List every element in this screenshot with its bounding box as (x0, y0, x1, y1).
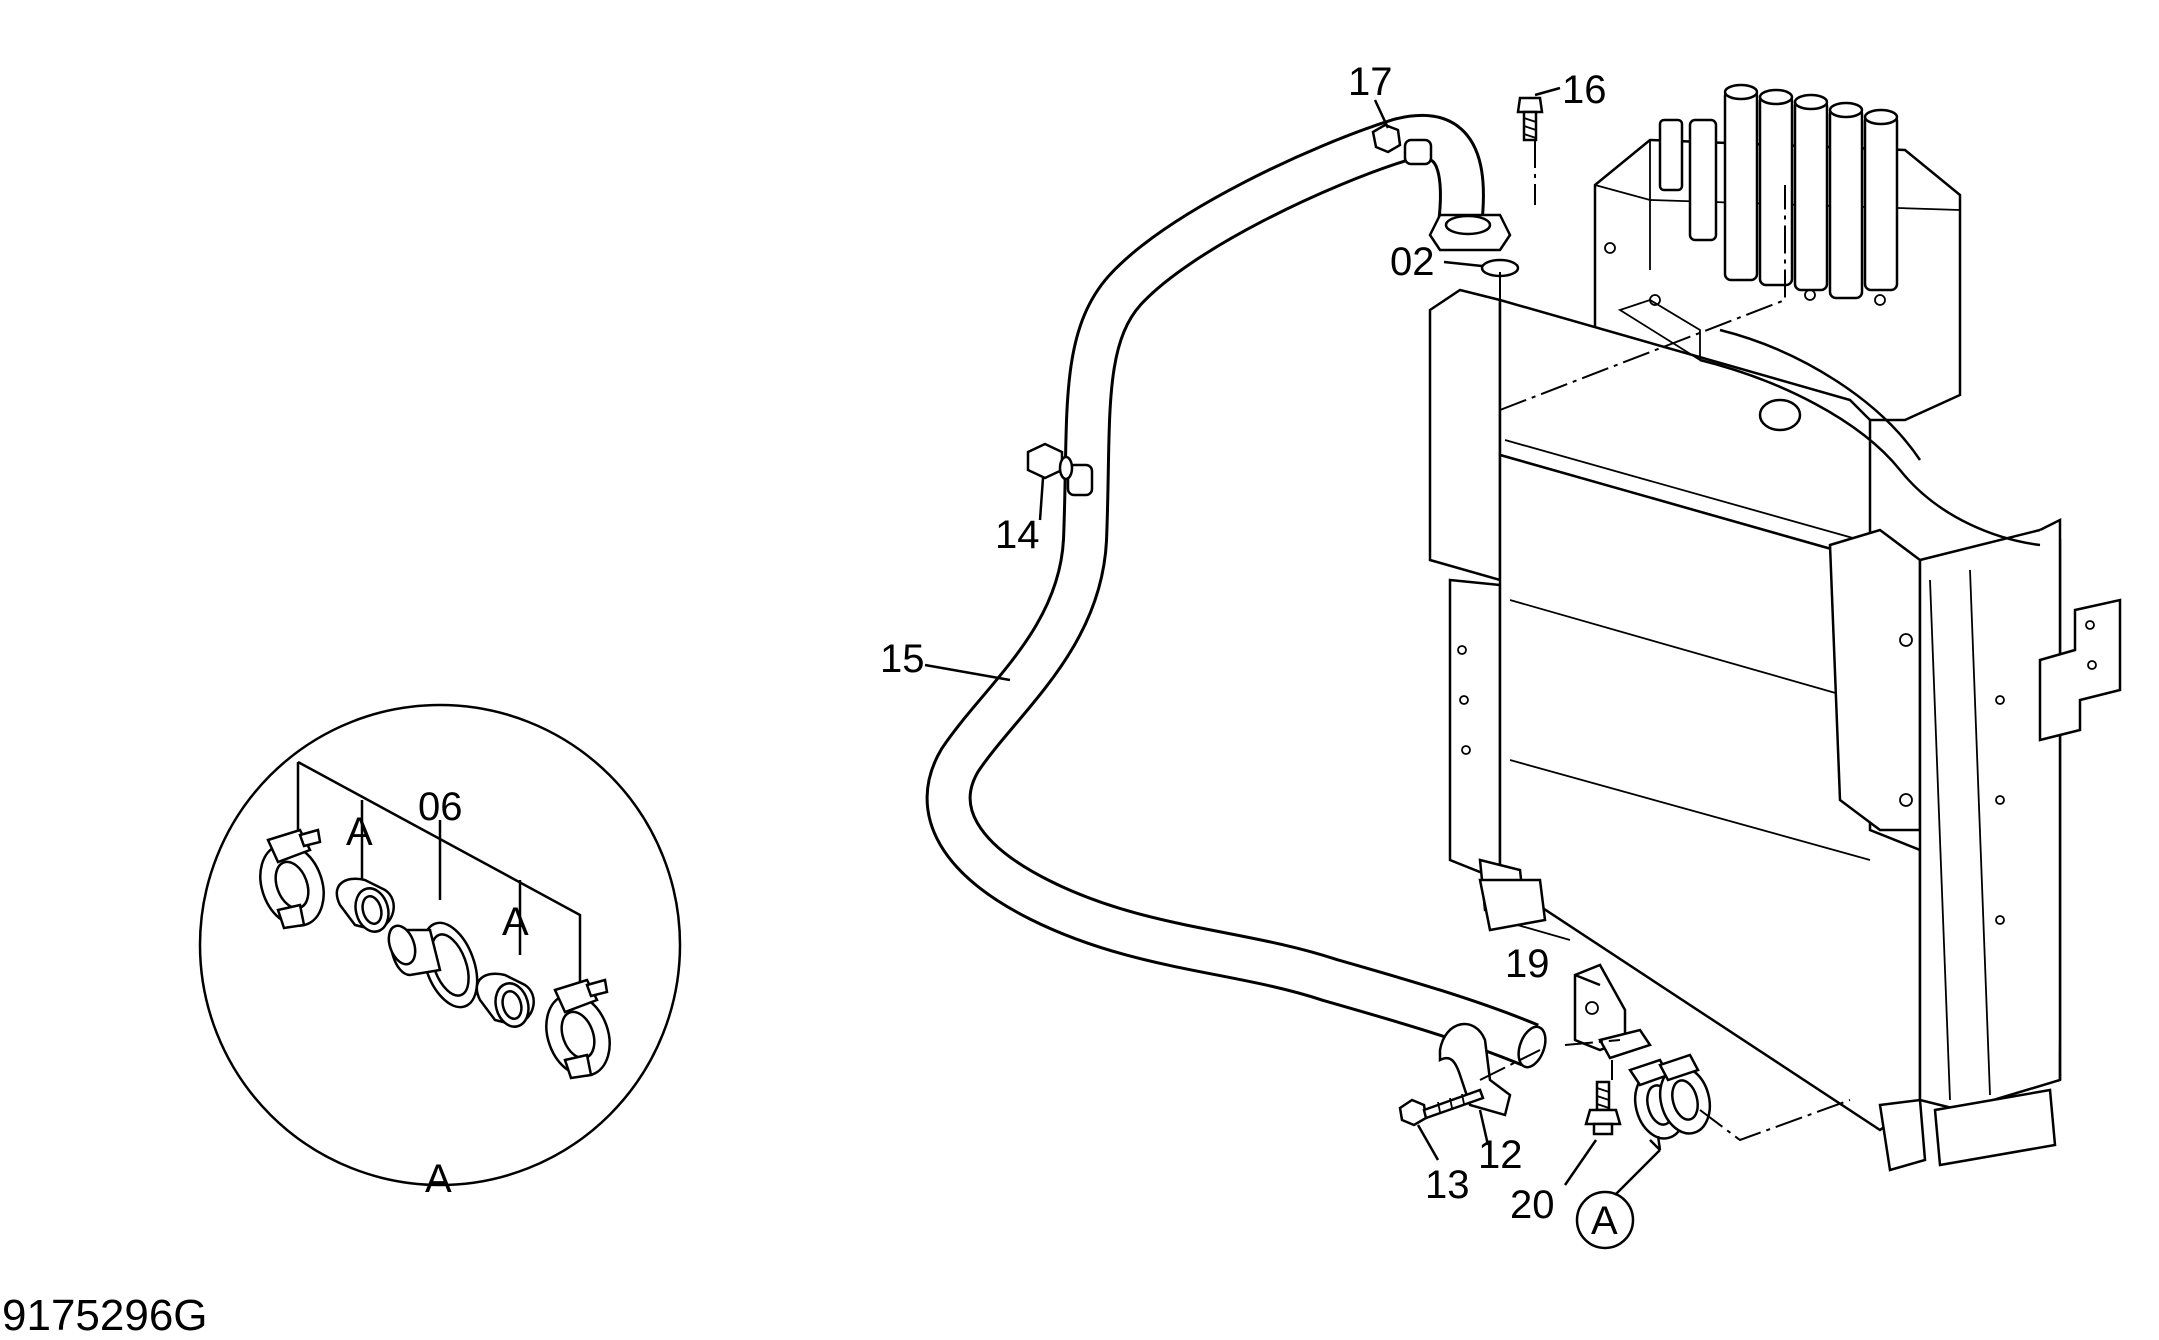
plug-14 (1026, 442, 1074, 481)
callout-15: 15 (880, 637, 925, 681)
callout-17: 17 (1348, 60, 1393, 104)
leader-lines (924, 86, 1662, 1196)
detail-circle-label: A (425, 1157, 452, 1201)
valve-block (1593, 83, 1962, 422)
callout-13: 13 (1425, 1163, 1470, 1207)
bracket-19 (1573, 963, 1652, 1060)
callout-19: 19 (1505, 942, 1550, 986)
callout-14: 14 (995, 513, 1040, 557)
bolt-13 (1398, 1088, 1485, 1127)
detail-sleeve-left (335, 877, 395, 933)
detail-view-a (198, 703, 682, 1187)
callout-labels: 17 16 02 14 15 19 12 13 20 06 A A A A 91… (2, 60, 1635, 1340)
callout-16: 16 (1562, 68, 1607, 112)
callout-12: 12 (1478, 1133, 1523, 1177)
hose-clamp-pair (1628, 1053, 1712, 1140)
detail-part-label-left: A (346, 810, 373, 854)
bolt-16 (1516, 96, 1544, 142)
detail-sleeve-right (475, 972, 535, 1028)
hose-15 (925, 113, 1547, 1069)
plug-17 (1371, 123, 1402, 154)
detail-marker: A (1575, 1190, 1635, 1250)
radiator-frame (1428, 288, 2122, 1172)
drawing-code: 9175296G (2, 1291, 208, 1340)
callout-02: 02 (1390, 240, 1435, 284)
detail-part-label-right: A (502, 900, 529, 944)
callout-06: 06 (418, 785, 463, 829)
radiator-assembly (1428, 83, 2122, 1172)
bolt-20 (1584, 1080, 1622, 1136)
clamp-12 (1438, 1022, 1512, 1117)
detail-clamp-left (259, 828, 325, 930)
detail-marker-letter: A (1591, 1199, 1618, 1243)
detail-clamp-right (545, 978, 611, 1080)
alignment-lines (1479, 140, 1851, 1142)
callout-20: 20 (1510, 1183, 1555, 1227)
detail-pipe-06 (387, 921, 479, 1009)
